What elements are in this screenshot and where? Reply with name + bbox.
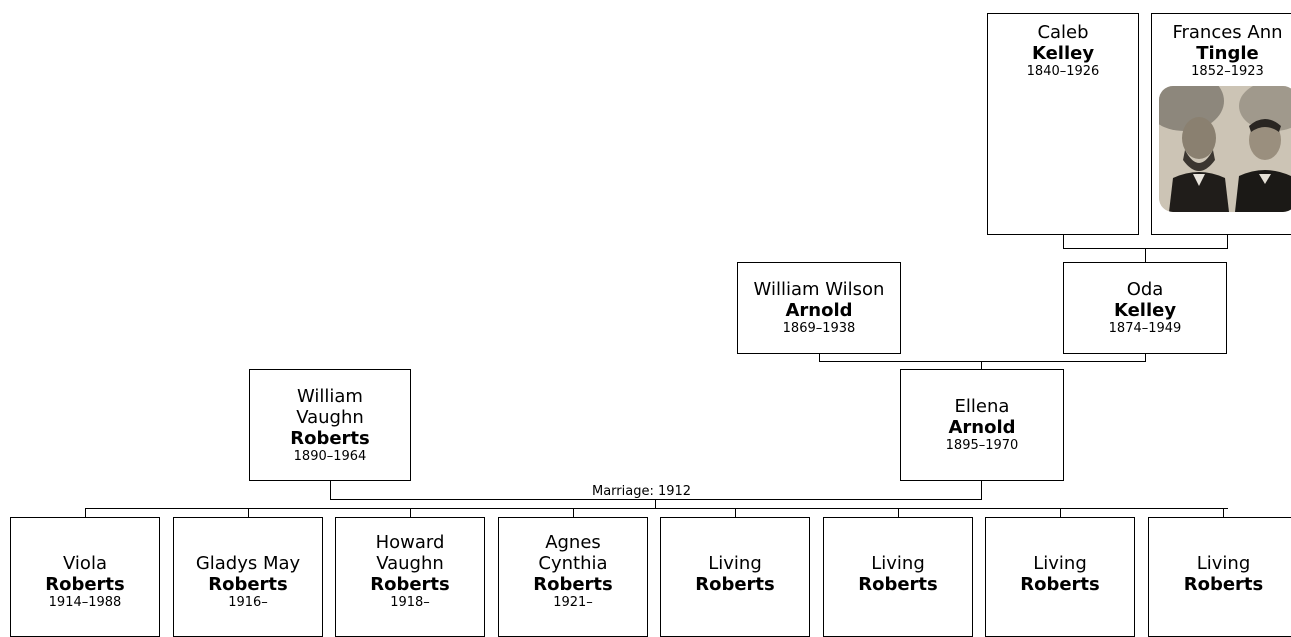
given-name: Living <box>1197 553 1251 574</box>
life-dates: 1890–1964 <box>294 449 367 465</box>
surname: Arnold <box>948 417 1015 438</box>
family-tree: Caleb Kelley 1840–1926 Frances Ann Tingl… <box>0 0 1291 622</box>
surname: Roberts <box>1020 574 1100 595</box>
surname: Roberts <box>533 574 613 595</box>
surname: Kelley <box>1114 300 1176 321</box>
portrait-photo <box>1159 86 1291 212</box>
given-name: Ellena <box>955 396 1010 417</box>
surname: Roberts <box>695 574 775 595</box>
life-dates: 1918– <box>390 595 430 611</box>
person-card-caleb-kelley[interactable]: Caleb Kelley 1840–1926 <box>987 13 1139 235</box>
life-dates: 1914–1988 <box>49 595 122 611</box>
given-name: Living <box>1033 553 1087 574</box>
life-dates: 1869–1938 <box>783 321 856 337</box>
surname: Roberts <box>290 428 370 449</box>
life-dates: 1852–1923 <box>1191 64 1264 80</box>
given-name: Agnes Cynthia <box>538 532 607 574</box>
given-name: Living <box>871 553 925 574</box>
surname: Roberts <box>370 574 450 595</box>
given-name: Living <box>708 553 762 574</box>
marriage-label: Marriage: 1912 <box>590 484 693 499</box>
life-dates: 1874–1949 <box>1109 321 1182 337</box>
surname: Roberts <box>45 574 125 595</box>
given-name: Howard Vaughn <box>376 532 445 574</box>
person-card-ellena-arnold[interactable]: Ellena Arnold 1895–1970 <box>900 369 1064 481</box>
given-name: Gladys May <box>196 553 300 574</box>
surname: Arnold <box>785 300 852 321</box>
life-dates: 1916– <box>228 595 268 611</box>
surname: Kelley <box>1032 43 1094 64</box>
given-name: Frances Ann <box>1172 22 1282 43</box>
given-name: Oda <box>1127 279 1164 300</box>
person-card-william-wilson-arnold[interactable]: William Wilson Arnold 1869–1938 <box>737 262 901 354</box>
life-dates: 1921– <box>553 595 593 611</box>
life-dates: 1840–1926 <box>1027 64 1100 80</box>
person-card-oda-kelley[interactable]: Oda Kelley 1874–1949 <box>1063 262 1227 354</box>
given-name: Caleb <box>1037 22 1088 43</box>
surname: Roberts <box>1184 574 1264 595</box>
surname: Roberts <box>858 574 938 595</box>
person-card-william-vaughn-roberts[interactable]: William Vaughn Roberts 1890–1964 <box>249 369 411 481</box>
person-card-frances-ann-tingle[interactable]: Frances Ann Tingle 1852–1923 <box>1151 13 1291 235</box>
given-name: Viola <box>63 553 107 574</box>
surname: Tingle <box>1196 43 1259 64</box>
given-name: William Wilson <box>754 279 885 300</box>
life-dates: 1895–1970 <box>946 438 1019 454</box>
surname: Roberts <box>208 574 288 595</box>
given-name: William Vaughn <box>296 386 364 428</box>
